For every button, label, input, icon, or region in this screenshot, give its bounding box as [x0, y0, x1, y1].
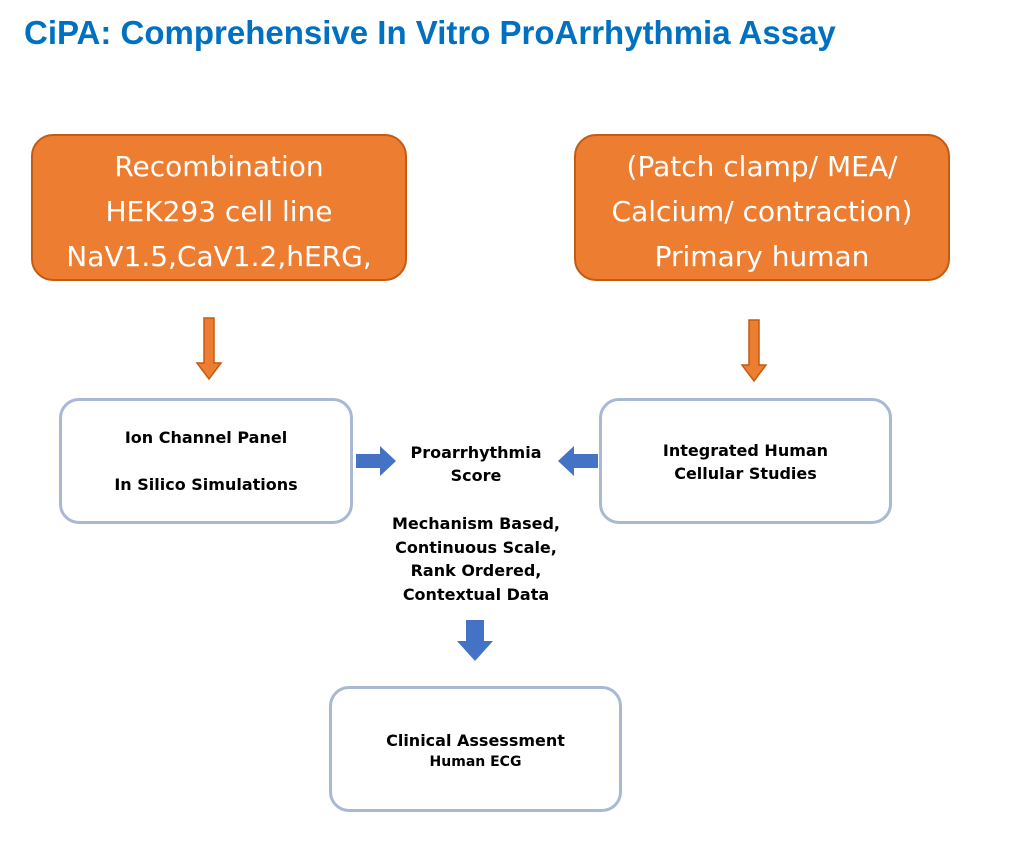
left-box-line-1: Recombination	[114, 150, 324, 183]
ion-channel-panel-box: Ion Channel Panel In Silico Simulations	[59, 398, 353, 524]
patch-clamp-box: (Patch clamp/ MEA/ Calcium/ contraction)…	[574, 134, 950, 281]
left-box-line-2: HEK293 cell line	[105, 195, 333, 228]
left-orange-down-arrow	[195, 317, 223, 381]
proarrhythmia-score: Proarrhythmia Score	[376, 441, 576, 487]
attribute-rank-ordered: Rank Ordered,	[410, 561, 542, 580]
clinical-assessment-box: Clinical Assessment Human ECG	[329, 686, 622, 812]
recombination-cell-line-box: Recombination HEK293 cell line NaV1.5,Ca…	[31, 134, 407, 281]
score-attributes-list: Mechanism Based, Continuous Scale, Rank …	[356, 512, 596, 606]
score-label: Score	[450, 466, 502, 485]
attribute-continuous-scale: Continuous Scale,	[395, 537, 557, 557]
left-box-line-3: NaV1.5,CaV1.2,hERG,	[66, 240, 372, 273]
integrated-human-studies-box: Integrated Human Cellular Studies	[599, 398, 892, 524]
right-orange-down-arrow	[740, 319, 768, 383]
right-box-line-3: Primary human	[654, 240, 870, 273]
right-box-line-1: (Patch clamp/ MEA/	[626, 150, 898, 183]
clinical-assessment-label: Clinical Assessment	[386, 731, 565, 750]
proarrhythmia-label: Proarrhythmia	[410, 443, 542, 462]
blue-left-arrow	[558, 446, 598, 476]
right-box-line-2: Calcium/ contraction)	[611, 195, 913, 228]
ion-channel-panel-label: Ion Channel Panel	[124, 428, 288, 447]
attribute-mechanism-based: Mechanism Based,	[392, 514, 560, 533]
in-silico-simulations-label: In Silico Simulations	[114, 475, 298, 494]
integrated-human-label: Integrated Human	[662, 441, 829, 460]
blue-down-arrow	[457, 620, 493, 661]
slide-title: CiPA: Comprehensive In Vitro ProArrhythm…	[24, 14, 836, 51]
cellular-studies-label: Cellular Studies	[674, 464, 817, 483]
human-ecg-label: Human ECG	[429, 754, 522, 770]
attribute-contextual-data: Contextual Data	[402, 584, 550, 604]
blue-right-arrow	[356, 446, 396, 476]
